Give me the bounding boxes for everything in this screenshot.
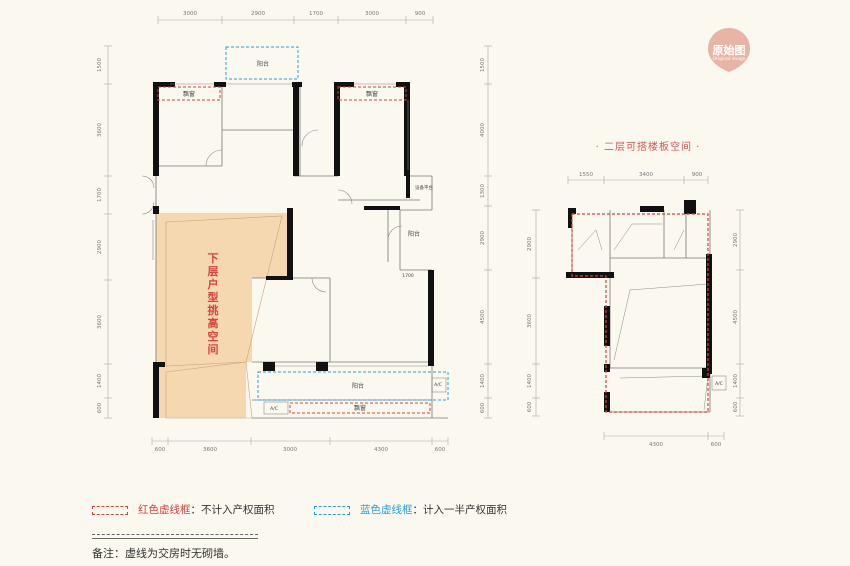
dim-upper-bottom-1: 4300 bbox=[649, 442, 663, 448]
double-height-label-char: 下 bbox=[208, 252, 219, 265]
dim-right-5: 4500 bbox=[480, 310, 486, 324]
dim-upper-left-4: 600 bbox=[527, 401, 533, 412]
dim-bottom-5: 600 bbox=[435, 447, 446, 453]
legend-divider bbox=[92, 534, 258, 539]
bottom-dimension-line bbox=[151, 437, 449, 445]
dim-top-2: 2900 bbox=[251, 11, 265, 17]
legend-blue: 蓝色虚线框：计入一半产权面积 bbox=[314, 502, 507, 516]
door-swings bbox=[141, 129, 403, 293]
dim-left-3: 1700 bbox=[97, 188, 103, 202]
dim-upper-left-2: 3600 bbox=[527, 314, 533, 328]
dim-upper-right-3: 1400 bbox=[733, 374, 739, 388]
label-ac-right: A/C bbox=[434, 382, 442, 388]
label-balcony-right: 阳台 bbox=[408, 230, 420, 238]
dim-upper-left-1: 2900 bbox=[527, 237, 533, 251]
upper-top-dimension-line bbox=[567, 176, 709, 184]
upper-door-lines bbox=[577, 223, 709, 411]
dim-left-7: 600 bbox=[97, 402, 103, 413]
dim-inner: 1700 bbox=[402, 273, 414, 279]
double-height-label-char: 层 bbox=[207, 265, 219, 278]
legend-blue-swatch bbox=[314, 505, 350, 515]
double-height-label-char: 挑 bbox=[208, 303, 219, 317]
dim-right-1: 1500 bbox=[480, 58, 486, 72]
dim-right-4: 2900 bbox=[480, 231, 486, 245]
dim-upper-top-1: 1550 bbox=[579, 172, 593, 178]
second-floor-title: · 二层可搭楼板空间 · bbox=[595, 142, 701, 153]
upper-thin-walls bbox=[571, 210, 711, 413]
dim-left-6: 1400 bbox=[97, 374, 103, 388]
top-dimension-line bbox=[157, 16, 434, 24]
double-height-label-char: 间 bbox=[208, 343, 219, 356]
double-height-area bbox=[156, 213, 290, 418]
dim-upper-right-4: 600 bbox=[733, 401, 739, 412]
exterior-walls bbox=[153, 82, 434, 418]
second-floor-title-text: 二层可搭楼板空间 bbox=[604, 142, 692, 153]
dim-top-1: 3000 bbox=[183, 11, 197, 17]
left-dimension-line bbox=[104, 45, 112, 419]
badge-subtitle: Original image bbox=[712, 57, 746, 62]
dim-top-5: 900 bbox=[415, 11, 426, 17]
dim-top-3: 1700 bbox=[309, 11, 323, 17]
label-bay-window-bottom: 飘窗 bbox=[354, 404, 366, 412]
ac-unit-right bbox=[431, 377, 447, 393]
dim-right-7: 600 bbox=[480, 402, 486, 413]
dim-upper-left-3: 1400 bbox=[527, 374, 533, 388]
label-ac-bottom: A/C bbox=[270, 406, 278, 412]
label-equipment-platform: 设备平台 bbox=[415, 184, 433, 191]
upper-left-dimension-line bbox=[532, 209, 540, 417]
dim-upper-bottom-2: 600 bbox=[711, 442, 722, 448]
dim-left-4: 2900 bbox=[97, 240, 103, 254]
double-height-label-char: 高 bbox=[208, 316, 219, 330]
legend-red-swatch bbox=[92, 505, 128, 515]
legend-blue-label: 蓝色虚线框 bbox=[360, 504, 413, 516]
dim-upper-top-3: 900 bbox=[692, 172, 703, 178]
dim-right-2: 4000 bbox=[480, 123, 486, 137]
dim-upper-right-2: 4500 bbox=[733, 310, 739, 324]
upper-bottom-dimension-line bbox=[603, 432, 725, 440]
dim-left-1: 1500 bbox=[97, 58, 103, 72]
upper-red-dashed-boundary bbox=[571, 213, 709, 413]
dim-bottom-1: 600 bbox=[155, 447, 166, 453]
label-balcony-top: 阳台 bbox=[257, 60, 269, 68]
windows bbox=[152, 83, 428, 367]
dim-bottom-4: 4300 bbox=[374, 447, 388, 453]
original-image-badge bbox=[708, 28, 750, 72]
upper-right-dimension-line bbox=[736, 209, 744, 417]
dim-top-4: 3000 bbox=[365, 11, 379, 17]
double-height-label-char: 空 bbox=[208, 329, 219, 343]
red-dashed-zones bbox=[157, 86, 431, 414]
dim-left-2: 3600 bbox=[97, 123, 103, 137]
upper-ac-unit bbox=[711, 375, 727, 391]
dim-upper-right-1: 2900 bbox=[733, 233, 739, 247]
dim-upper-top-2: 3400 bbox=[639, 172, 653, 178]
remark-note: 备注：虚线为交房时无砌墙。 bbox=[92, 547, 235, 560]
right-dimension-line bbox=[484, 45, 492, 419]
legend-red-label: 红色虚线框 bbox=[138, 504, 191, 516]
legend-red-desc: ：不计入产权面积 bbox=[190, 504, 275, 516]
dim-right-6: 1400 bbox=[480, 374, 486, 388]
dim-bottom-3: 3000 bbox=[283, 447, 297, 453]
double-height-label: 下 层 户 型 挑 高 空 间 bbox=[207, 252, 219, 356]
blue-dashed-zones bbox=[225, 46, 449, 401]
dim-right-3: 1300 bbox=[480, 184, 486, 198]
dim-bottom-2: 3600 bbox=[203, 447, 217, 453]
upper-label-ac: A/C bbox=[715, 381, 723, 387]
dim-left-5: 3600 bbox=[97, 315, 103, 329]
ac-unit-bottom bbox=[263, 401, 289, 415]
legend-red: 红色虚线框：不计入产权面积 bbox=[92, 502, 275, 516]
double-height-label-char: 户 bbox=[208, 277, 219, 291]
double-height-label-char: 型 bbox=[208, 290, 219, 304]
badge-title: 原始图 bbox=[712, 44, 746, 57]
label-bay-window-right: 飘窗 bbox=[366, 90, 378, 98]
legend-blue-desc: ：计入一半产权面积 bbox=[412, 504, 508, 516]
upper-walls bbox=[566, 200, 712, 412]
label-balcony-bottom: 阳台 bbox=[352, 382, 364, 390]
label-bay-window-left: 飘窗 bbox=[183, 90, 195, 98]
